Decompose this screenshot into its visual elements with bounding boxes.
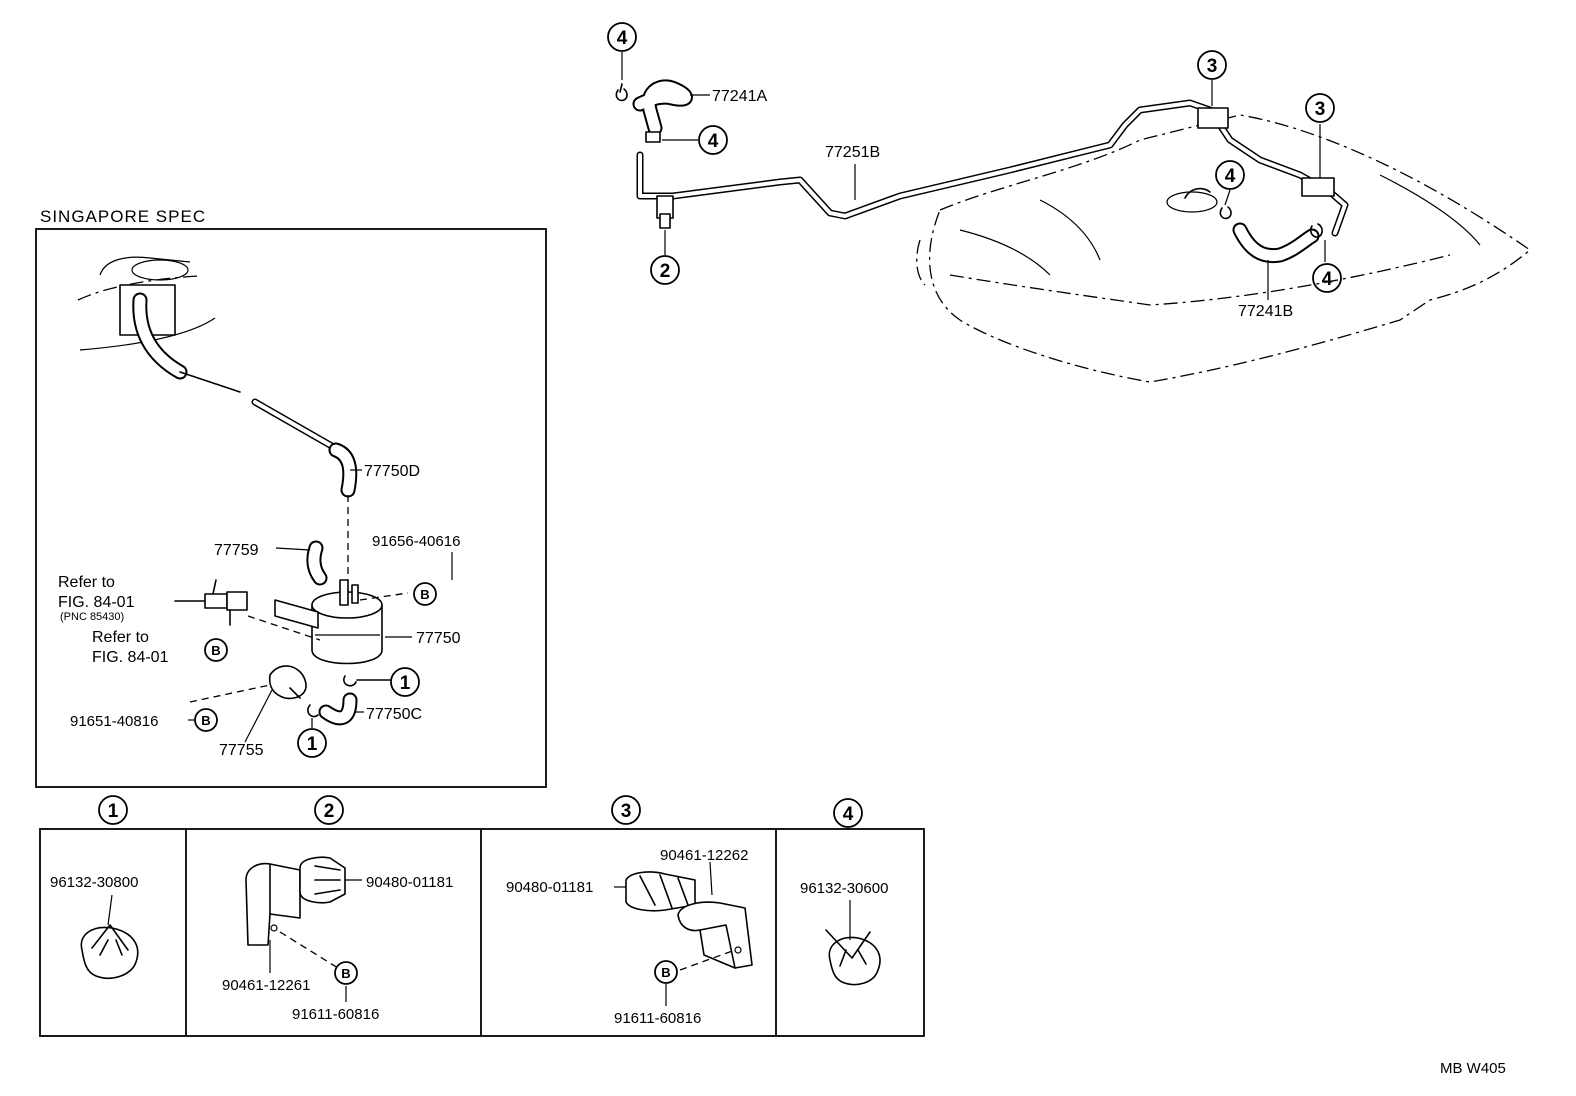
label-bolt-lower: 91651-40816 <box>70 713 158 730</box>
panel-1-part-1: 96132-30800 <box>50 874 138 891</box>
panel-3-part-2: 90480-01181 <box>506 879 593 896</box>
callout-3-circle <box>1197 50 1227 80</box>
panel-4-part-1: 96132-30600 <box>800 880 888 897</box>
callout-4-circle <box>1215 160 1245 190</box>
callout-b: B <box>420 587 429 602</box>
callout-1-circle <box>297 728 327 758</box>
callout-b: B <box>211 643 220 658</box>
panel-3-part-1: 90461-12262 <box>660 847 748 864</box>
callout-b-circle <box>334 961 358 985</box>
callout-b-circle <box>413 582 437 606</box>
leader-lines-top <box>621 52 1326 300</box>
label-fuel-pipe: 77251B <box>825 144 880 161</box>
section-title: SINGAPORE SPEC <box>40 207 206 226</box>
callouts-top: 4 4 2 3 3 4 4 <box>607 22 1342 293</box>
refer-note-1-pnc: (PNC 85430) <box>60 611 124 623</box>
callout-1: 1 <box>400 673 411 694</box>
callout-b: B <box>201 713 210 728</box>
label-bracket-77755: 77755 <box>219 742 264 759</box>
panel-4-number: 4 <box>843 804 854 825</box>
label-hose-upper: 77241A <box>712 88 767 105</box>
refer-note-1-line1: Refer to <box>58 574 115 591</box>
callout-3-circle <box>1305 93 1335 123</box>
callout-b: B <box>661 965 670 980</box>
pipe-bracket-tab <box>659 213 671 229</box>
detail-panels: 1 2 3 4 96132-30800 90480-01181 90461- <box>39 795 925 1037</box>
callout-b: B <box>341 966 350 981</box>
hose-clip-drawing <box>80 894 139 979</box>
refer-note-2-line1: Refer to <box>92 629 149 646</box>
callouts-left: B B 1 B 1 <box>194 582 437 758</box>
pipe-clamp-block <box>1197 107 1229 129</box>
panel-1-number: 1 <box>108 801 119 822</box>
panel-2-number: 2 <box>324 801 335 822</box>
callout-4-circle <box>1312 263 1342 293</box>
refer-note-1-line2: FIG. 84-01 <box>58 594 135 611</box>
panel-2-circle <box>314 795 344 825</box>
panel-4-circle <box>833 798 863 828</box>
fuel-tank-assembly <box>615 79 1532 383</box>
callout-4-circle <box>607 22 637 52</box>
panel-3-number: 3 <box>621 801 632 822</box>
label-hose-canister-outlet: 77750C <box>366 706 422 723</box>
callout-4: 4 <box>1322 269 1333 290</box>
pipe-clamp-drawing <box>614 861 753 1006</box>
canister-assembly <box>77 256 409 726</box>
label-canister: 77750 <box>416 630 461 647</box>
callout-b-circle <box>194 708 218 732</box>
callout-3: 3 <box>1315 99 1326 120</box>
panel-2-part-1: 90480-01181 <box>366 874 453 891</box>
panel-1-circle <box>98 795 128 825</box>
callout-4: 4 <box>708 131 719 152</box>
hose-clip-small-drawing <box>825 900 881 986</box>
callout-4-circle <box>698 125 728 155</box>
leader-lines-left <box>188 469 453 743</box>
footer-code: MB W405 <box>1440 1060 1506 1077</box>
label-bolt-upper: 91656-40616 <box>372 533 460 550</box>
callout-2-circle <box>650 255 680 285</box>
label-hose-lower: 77241B <box>1238 303 1293 320</box>
pipe-bracket-drawing <box>245 856 362 1002</box>
refer-note-2-line2: FIG. 84-01 <box>92 649 169 666</box>
callout-3: 3 <box>1207 56 1218 77</box>
panel-2-part-2: 90461-12261 <box>222 977 310 994</box>
label-hose-canister-inlet: 77750D <box>364 463 420 480</box>
callout-2: 2 <box>660 261 671 282</box>
singapore-spec-frame <box>35 228 547 788</box>
label-hose-77759: 77759 <box>214 542 259 559</box>
callout-b-circle <box>204 638 228 662</box>
panel-2-part-3: 91611-60816 <box>292 1006 379 1023</box>
detail-panels-frame <box>39 828 925 1037</box>
callout-1-circle <box>390 667 420 697</box>
pipe-clamp-block <box>1301 177 1335 197</box>
callout-4: 4 <box>617 28 628 49</box>
panel-3-part-3: 91611-60816 <box>614 1010 701 1027</box>
callout-1: 1 <box>307 734 318 755</box>
callout-b-circle <box>654 960 678 984</box>
callout-4: 4 <box>1225 166 1236 187</box>
panel-3-circle <box>611 795 641 825</box>
